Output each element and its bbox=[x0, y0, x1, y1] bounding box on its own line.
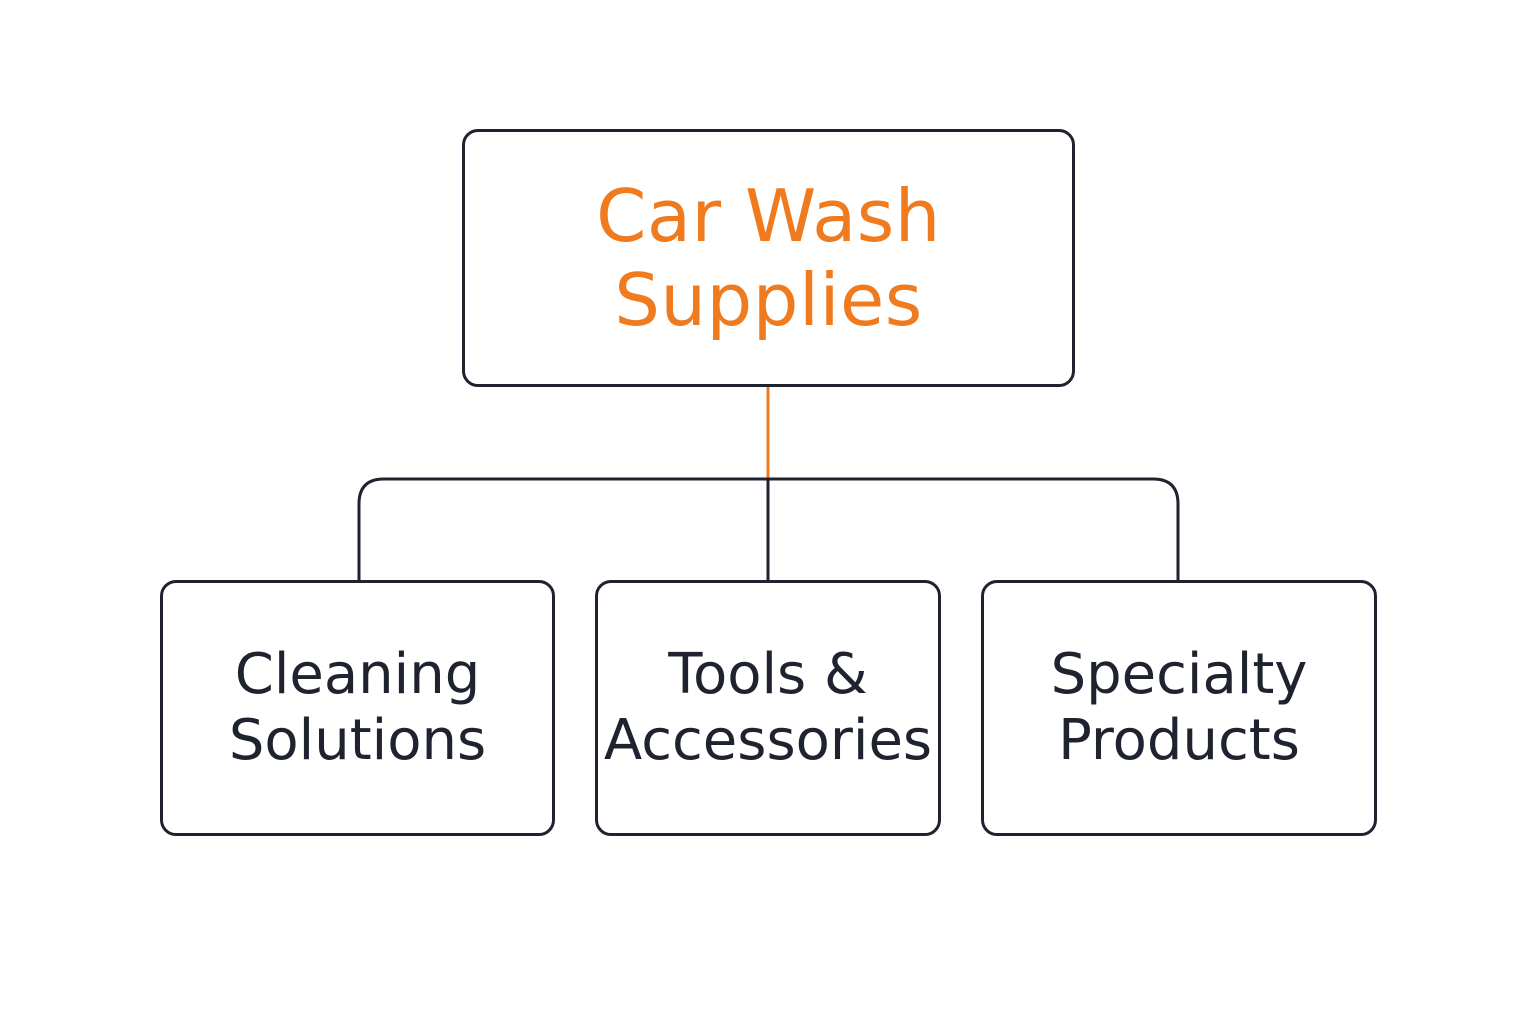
child-node-tools-accessories: Tools & Accessories bbox=[595, 580, 941, 836]
child-node-specialty-products: Specialty Products bbox=[981, 580, 1377, 836]
child-node-cleaning-solutions: Cleaning Solutions bbox=[160, 580, 555, 836]
child-node-label: Tools & Accessories bbox=[603, 642, 933, 773]
root-node-car-wash-supplies: Car Wash Supplies bbox=[462, 129, 1075, 387]
child-node-label: Cleaning Solutions bbox=[228, 642, 487, 773]
root-node-label: Car Wash Supplies bbox=[596, 174, 941, 342]
child-node-label: Specialty Products bbox=[1050, 642, 1308, 773]
